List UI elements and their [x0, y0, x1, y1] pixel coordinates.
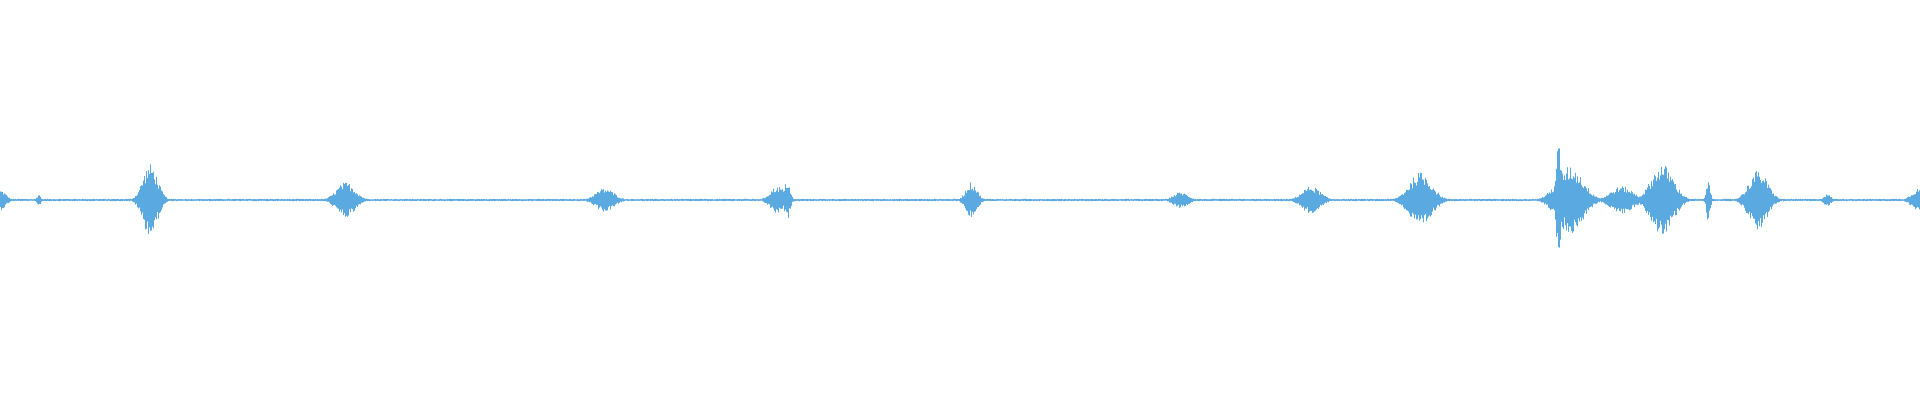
waveform-samples — [0, 148, 1920, 248]
waveform-path — [0, 148, 1920, 248]
